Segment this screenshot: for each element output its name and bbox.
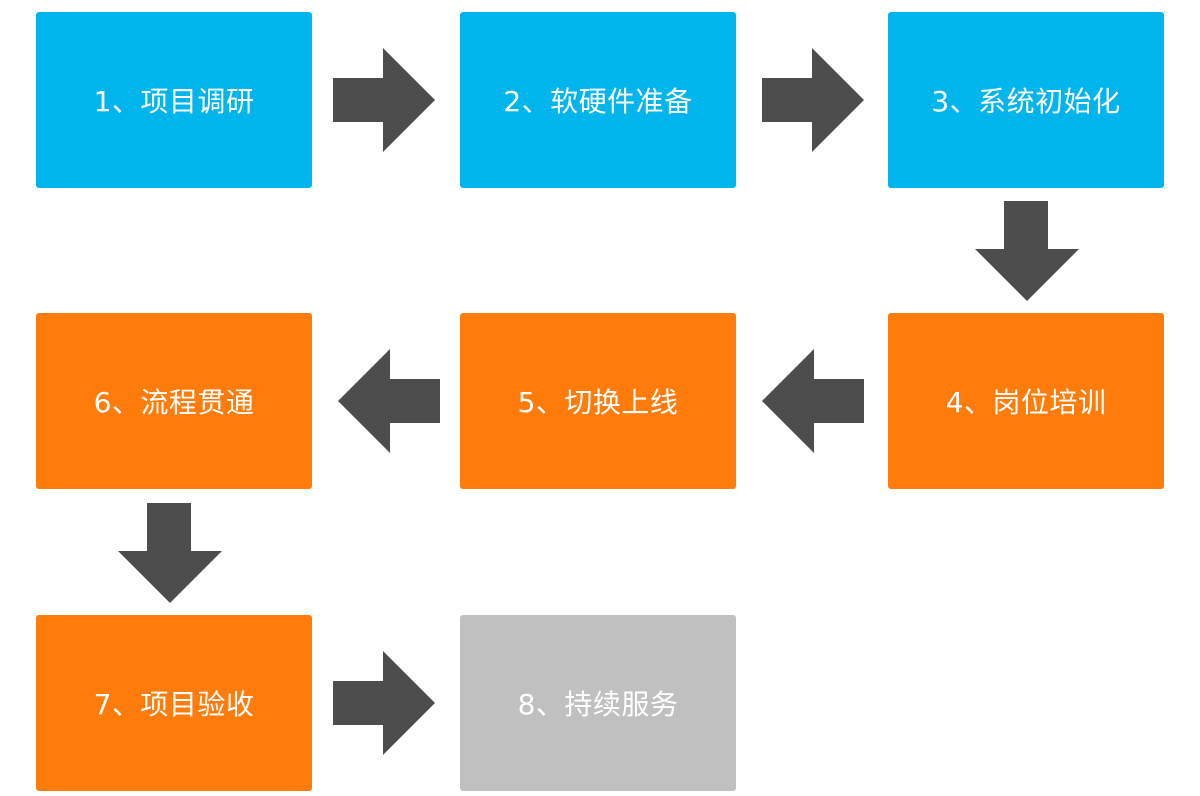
arrow-left-icon xyxy=(762,349,864,453)
step-7-label: 7、项目验收 xyxy=(93,688,255,721)
step-8-box: 8、持续服务 xyxy=(460,615,736,791)
step-8-label: 8、持续服务 xyxy=(517,688,679,721)
arrow-down-icon xyxy=(975,201,1079,301)
step-1-box: 1、项目调研 xyxy=(36,12,312,188)
step-6-box: 6、流程贯通 xyxy=(36,313,312,489)
step-2-label: 2、软硬件准备 xyxy=(503,85,693,118)
step-4-label: 4、岗位培训 xyxy=(945,386,1107,419)
arrow-left-icon xyxy=(338,349,440,453)
step-6-label: 6、流程贯通 xyxy=(93,386,255,419)
step-3-box: 3、系统初始化 xyxy=(888,12,1164,188)
arrow-right-icon xyxy=(333,48,435,152)
step-5-box: 5、切换上线 xyxy=(460,313,736,489)
arrow-right-icon xyxy=(762,48,864,152)
step-3-label: 3、系统初始化 xyxy=(931,85,1121,118)
step-7-box: 7、项目验收 xyxy=(36,615,312,791)
arrow-down-icon xyxy=(118,503,222,603)
arrow-right-icon xyxy=(333,651,435,755)
step-2-box: 2、软硬件准备 xyxy=(460,12,736,188)
step-4-box: 4、岗位培训 xyxy=(888,313,1164,489)
step-5-label: 5、切换上线 xyxy=(517,386,679,419)
step-1-label: 1、项目调研 xyxy=(93,85,255,118)
